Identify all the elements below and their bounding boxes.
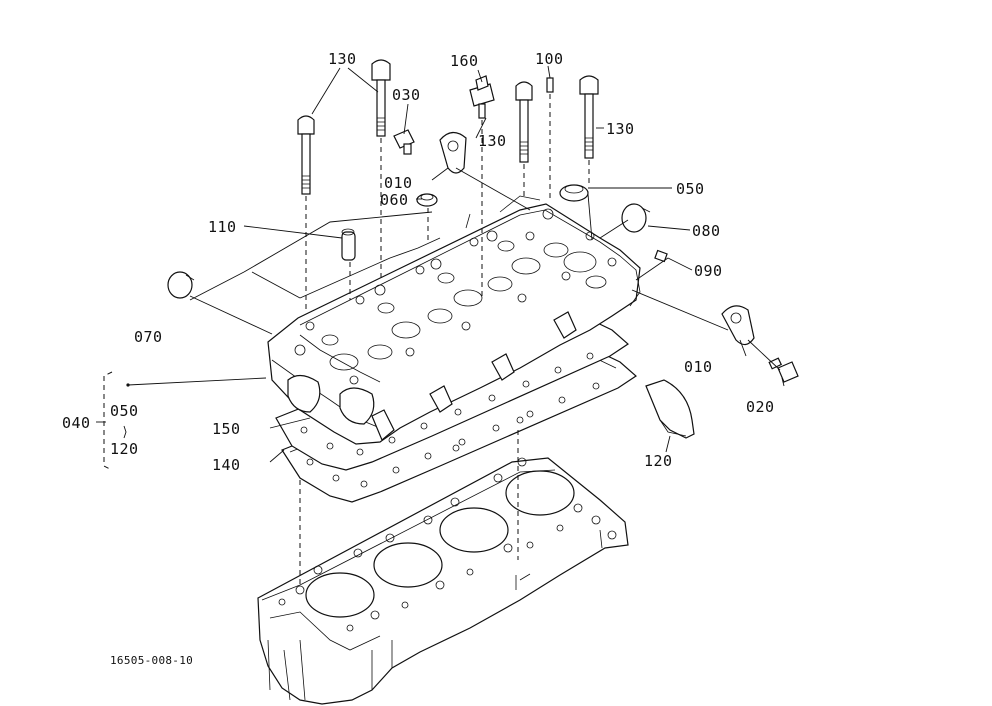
label-140: 140 — [212, 456, 241, 474]
label-110: 110 — [208, 218, 237, 236]
bolt-020 — [768, 357, 799, 383]
hanger-010-top — [439, 131, 467, 174]
label-130-right: 130 — [606, 120, 635, 138]
label-050-group: 050 — [110, 402, 139, 420]
label-160: 160 — [450, 52, 479, 70]
cylinder-head — [267, 195, 641, 445]
label-120-cover: 120 — [644, 452, 673, 470]
label-060: 060 — [380, 191, 409, 209]
plug-070 — [167, 271, 195, 299]
bolt-130-middle — [371, 59, 391, 137]
label-090: 090 — [694, 262, 723, 280]
label-050-seal: 050 — [676, 180, 705, 198]
label-010-right: 010 — [684, 358, 713, 376]
seal-060 — [416, 193, 438, 207]
label-130-top: 130 — [328, 50, 357, 68]
bolt-030 — [393, 129, 415, 155]
bolt-130-left — [297, 115, 315, 195]
label-100: 100 — [535, 50, 564, 68]
label-040: 040 — [62, 414, 91, 432]
part-labels: 130 030 160 100 130 130 010 050 060 110 … — [62, 50, 775, 667]
plug-090 — [654, 249, 668, 263]
label-020: 020 — [746, 398, 775, 416]
label-130-center: 130 — [478, 132, 507, 150]
hanger-010-right — [721, 305, 755, 346]
cover-120 — [645, 379, 695, 439]
label-070: 070 — [134, 328, 163, 346]
alignment-lines — [299, 94, 590, 588]
seal-050 — [559, 184, 589, 202]
cylinder-block — [257, 457, 629, 705]
drawing-number: 16505-008-10 — [110, 654, 193, 667]
label-120-group: 120 — [110, 440, 139, 458]
label-080: 080 — [692, 222, 721, 240]
label-150: 150 — [212, 420, 241, 438]
bolt-130-center — [515, 81, 533, 163]
label-010-top: 010 — [384, 174, 413, 192]
bolt-130-right — [579, 75, 599, 159]
leader-lines — [96, 65, 785, 471]
plug-080 — [621, 203, 651, 233]
sensor-160 — [469, 75, 495, 119]
label-030: 030 — [392, 86, 421, 104]
pin-100 — [546, 77, 554, 93]
sleeve-110 — [341, 228, 356, 261]
